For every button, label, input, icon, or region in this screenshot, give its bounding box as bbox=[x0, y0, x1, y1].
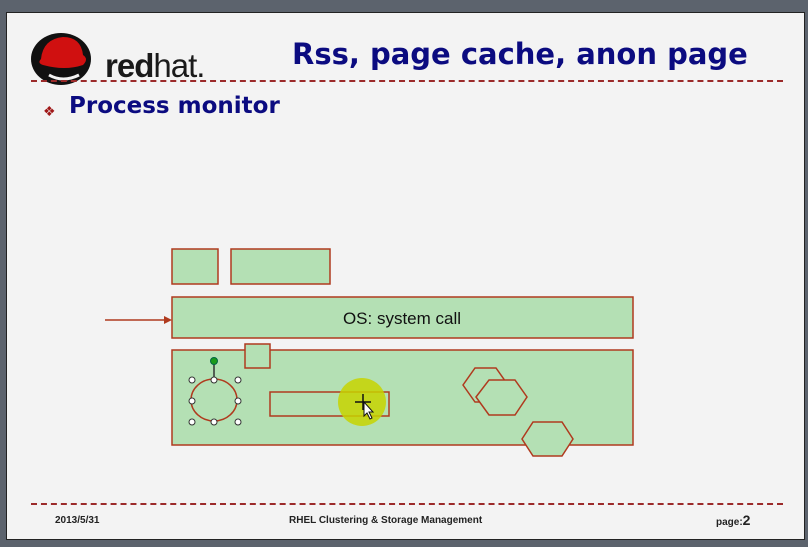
selection-handles[interactable] bbox=[188, 357, 242, 426]
header-divider bbox=[31, 80, 783, 82]
small-box[interactable] bbox=[171, 248, 219, 285]
slide: redhat. Rss, page cache, anon page ❖ Pro… bbox=[6, 12, 805, 540]
redhat-logo-icon bbox=[29, 29, 99, 94]
slide-title: Rss, page cache, anon page bbox=[292, 37, 748, 71]
rotate-handle[interactable] bbox=[210, 357, 218, 365]
square-box[interactable] bbox=[244, 343, 271, 369]
circle-shape[interactable] bbox=[190, 378, 238, 422]
hexagon[interactable] bbox=[475, 379, 528, 416]
os-system-call-label: OS: system call bbox=[342, 309, 462, 328]
bullet-heading: Process monitor bbox=[69, 93, 280, 119]
footer-page: page:2 bbox=[716, 512, 751, 528]
hexagon[interactable] bbox=[521, 421, 574, 457]
arrow-icon bbox=[105, 316, 172, 324]
footer-title: RHEL Clustering & Storage Management bbox=[289, 515, 483, 526]
move-cursor-icon bbox=[355, 394, 375, 420]
bullet-diamond-icon: ❖ bbox=[43, 103, 56, 119]
footer-date: 2013/5/31 bbox=[55, 515, 100, 526]
footer-divider bbox=[31, 503, 783, 505]
redhat-wordmark: redhat. bbox=[105, 47, 205, 84]
wide-box[interactable] bbox=[230, 248, 331, 285]
os-system-call-box[interactable] bbox=[171, 296, 634, 339]
